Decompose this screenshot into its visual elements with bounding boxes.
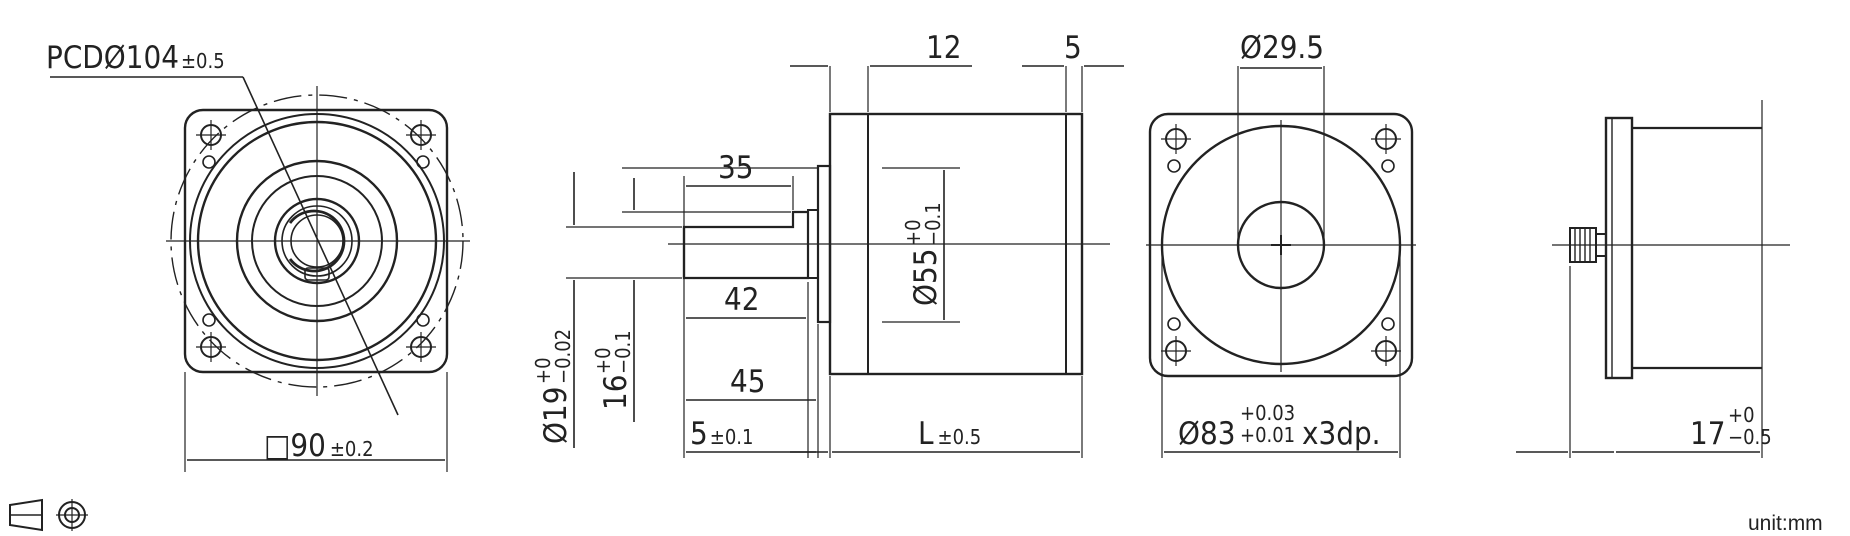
- svg-text:16: 16: [598, 375, 634, 410]
- shaft-diameter: Ø19 +0 −0.02: [531, 329, 575, 444]
- pilot-diameter: Ø55 +0 −0.1: [901, 202, 945, 306]
- flange-label: 5±0.1: [690, 416, 753, 452]
- svg-text:+0: +0: [901, 219, 925, 246]
- length-label: L±0.5: [918, 416, 981, 452]
- dim-5: 5: [1064, 30, 1082, 66]
- svg-text:−0.1: −0.1: [611, 330, 635, 374]
- right-view: [1516, 100, 1790, 458]
- bore-label: Ø29.5: [1240, 30, 1324, 66]
- hole-tol-low: +0.01: [1240, 423, 1295, 447]
- unit-label: unit:mm: [1748, 512, 1823, 535]
- dim-35: 35: [718, 150, 753, 186]
- hole-label: Ø83: [1178, 416, 1235, 452]
- svg-text:Ø55: Ø55: [908, 249, 944, 306]
- projection-symbol-icon: [9, 498, 88, 532]
- depth-tol-up: +0: [1728, 403, 1755, 427]
- rear-view: [1146, 66, 1416, 458]
- hole-tol-up: +0.03: [1240, 401, 1295, 425]
- hole-depth: x3dp.: [1302, 416, 1381, 452]
- depth-label: 17: [1690, 416, 1725, 452]
- flat-dimension: 16 +0 −0.1: [591, 330, 635, 410]
- side-view: [566, 65, 1124, 458]
- dim-45: 45: [730, 364, 765, 400]
- depth-tol-low: −0.5: [1728, 425, 1772, 449]
- svg-text:−0.1: −0.1: [921, 202, 945, 246]
- pcd-label: PCDØ104±0.5: [46, 40, 225, 76]
- front-view: [50, 76, 470, 472]
- square-label: □90±0.2: [264, 428, 374, 464]
- dim-12: 12: [926, 30, 961, 66]
- dim-42: 42: [724, 282, 759, 318]
- svg-text:+0: +0: [591, 347, 615, 374]
- svg-text:Ø19: Ø19: [538, 387, 574, 444]
- svg-text:+0: +0: [531, 357, 555, 384]
- svg-text:−0.02: −0.02: [551, 329, 575, 384]
